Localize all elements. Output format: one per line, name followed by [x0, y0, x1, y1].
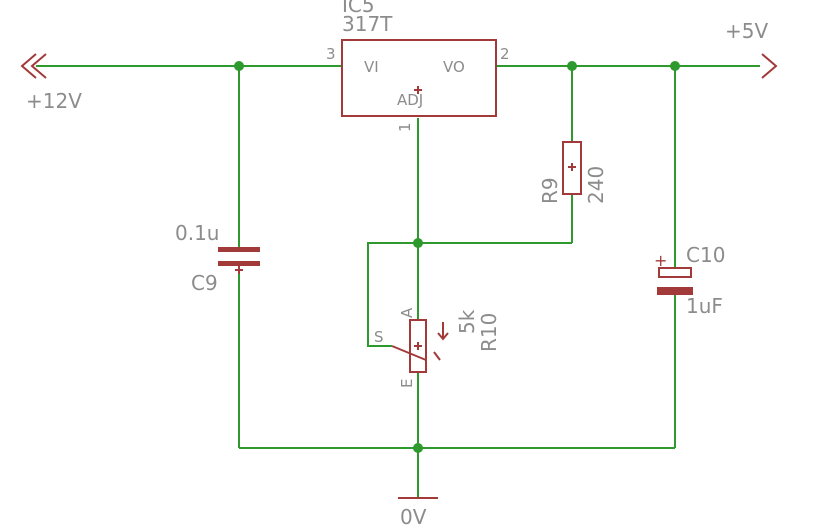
- junction-dot: [234, 61, 244, 71]
- regulator-body: [341, 39, 497, 117]
- r9-name: R9: [538, 177, 562, 204]
- regulator-value: 317T: [342, 12, 393, 36]
- r9-value: 240: [584, 166, 608, 204]
- adjust-arrow-icon: [437, 332, 449, 341]
- pin-number-out: 2: [500, 45, 510, 63]
- junction-dot: [413, 238, 423, 248]
- pin-vi-label: VI: [364, 58, 379, 76]
- junction-dot: [567, 61, 577, 71]
- input-arrow-icon: [20, 53, 37, 79]
- input-voltage-label: +12V: [26, 89, 82, 113]
- input-supply-symbol: +12V: [20, 53, 82, 113]
- wires: [36, 65, 760, 498]
- trim-mark-icon: [433, 351, 441, 361]
- polarity-plus-icon: +: [654, 251, 667, 270]
- pot-pin-e: E: [398, 379, 416, 388]
- output-arrow-icon: [761, 53, 778, 79]
- regulator-name: IC5: [342, 0, 375, 17]
- potentiometer-r10: S A E 5k R10: [374, 307, 501, 388]
- r10-value: 5k: [455, 309, 479, 334]
- potentiometer-body: [409, 319, 427, 373]
- c10-name: C10: [686, 243, 725, 267]
- capacitor-c9: 0.1u C9: [175, 221, 260, 295]
- c9-name: C9: [191, 271, 218, 295]
- ground-label: 0V: [400, 505, 427, 529]
- capacitor-plate-icon: [658, 267, 692, 278]
- pot-pin-s: S: [374, 328, 384, 346]
- junctions: [234, 61, 680, 453]
- pin-number-in: 3: [326, 45, 336, 63]
- junction-dot: [670, 61, 680, 71]
- pin-vo-label: VO: [443, 58, 465, 76]
- wiper-line: [391, 345, 427, 361]
- r10-name: R10: [477, 313, 501, 352]
- output-voltage-label: +5V: [725, 19, 768, 43]
- pin-adj-label: ADJ: [397, 91, 423, 109]
- capacitor-plate-icon: [657, 287, 693, 295]
- c9-value: 0.1u: [175, 221, 219, 245]
- c10-value: 1uF: [686, 294, 723, 318]
- input-arrow-icon: [30, 53, 47, 79]
- wire-wiper: [367, 242, 418, 347]
- ground-symbol: 0V: [398, 497, 438, 529]
- capacitor-c10: + C10 1uF: [654, 243, 725, 318]
- pot-pin-a: A: [398, 307, 416, 318]
- capacitor-plate-icon: [218, 247, 260, 252]
- output-supply-symbol: +5V: [725, 19, 778, 79]
- regulator-ic5: IC5 317T VI VO ADJ 3 2 1: [326, 0, 510, 132]
- junction-dot: [413, 443, 423, 453]
- pin-number-adj: 1: [396, 122, 414, 132]
- resistor-r9: R9 240: [538, 141, 608, 204]
- resistor-body: [562, 141, 582, 195]
- capacitor-plate-icon: [218, 261, 260, 266]
